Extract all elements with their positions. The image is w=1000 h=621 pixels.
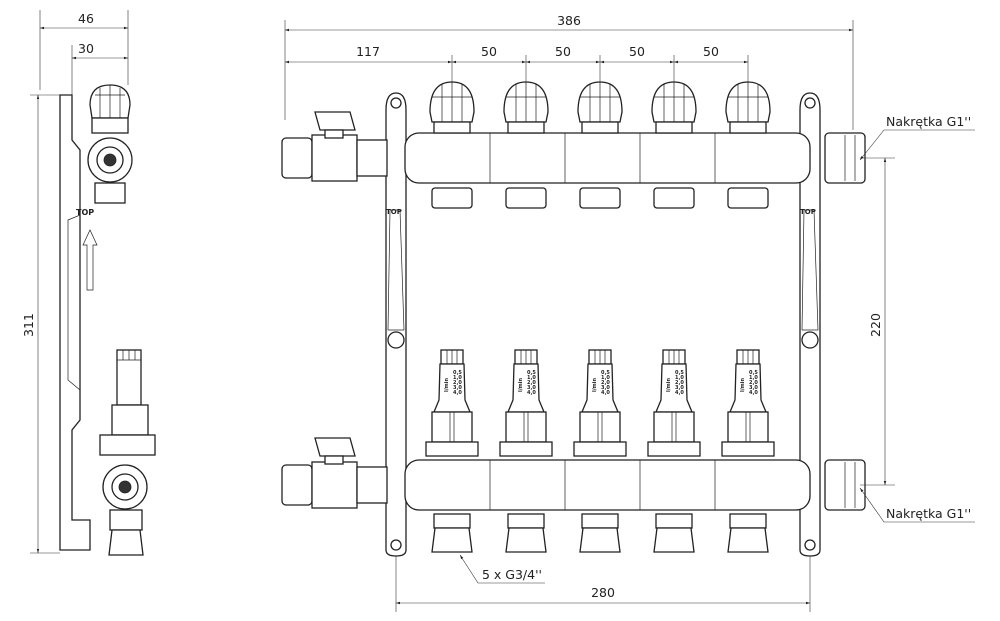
bottom-outlet-nut	[655, 513, 693, 529]
flowmeter-scale-label: 2,0	[749, 380, 758, 386]
flowmeter-nut	[653, 411, 695, 443]
flowmeter-scale-label: 3,0	[749, 385, 758, 391]
flowmeter-unit: l/min	[740, 378, 746, 392]
flowmeter-scale-label: 1,0	[749, 375, 758, 381]
dim-311: 311	[21, 313, 36, 337]
flowmeter-body	[507, 363, 545, 413]
flowmeter-scale-label: 2,0	[601, 380, 610, 386]
flowmeter-nut	[505, 411, 547, 443]
nut-top-label: Nakrętka G1''	[886, 114, 971, 129]
flowmeter-scale-label: 1,0	[453, 375, 462, 381]
flowmeter-scale-label: 0,5	[453, 370, 462, 376]
bracket-left: TOP	[385, 92, 407, 557]
flowmeter-body	[655, 363, 693, 413]
bottom-outlet-fitting	[579, 527, 621, 553]
outlet-3: 0,51,02,03,04,0l/min	[573, 81, 627, 553]
outlets-label: 5 x G3/4''	[482, 567, 542, 582]
flowmeter-scale-label: 1,0	[601, 375, 610, 381]
flowmeter-nut	[431, 411, 473, 443]
flowmeter-body	[729, 363, 767, 413]
flowmeter-scale-label: 0,5	[749, 370, 758, 376]
flowmeter-scale-label: 3,0	[675, 385, 684, 391]
flowmeter-scale-label: 0,5	[675, 370, 684, 376]
bottom-outlet-fitting	[653, 527, 695, 553]
flowmeter-unit: l/min	[444, 378, 450, 392]
ball-valve-top	[281, 111, 388, 182]
dim-46: 46	[78, 11, 94, 26]
top-outlet-stub	[653, 187, 695, 209]
bottom-outlet-nut	[729, 513, 767, 529]
flowmeter-unit: l/min	[666, 378, 672, 392]
top-outlet-stub	[727, 187, 769, 209]
mounting-plate	[59, 94, 91, 551]
outlet-1: 0,51,02,03,04,0l/min	[425, 81, 479, 553]
dim-117: 117	[356, 44, 380, 59]
top-outlet-stub	[431, 187, 473, 209]
flowmeter-body	[581, 363, 619, 413]
bottom-outlet-nut	[507, 513, 545, 529]
flowmeter-scale-label: 0,5	[527, 370, 536, 376]
dim-220: 220	[868, 313, 883, 337]
flowmeter-unit: l/min	[518, 378, 524, 392]
svg-text:TOP: TOP	[386, 208, 402, 216]
supply-bar	[404, 132, 811, 184]
dim-50: 50	[629, 44, 645, 59]
bottom-outlet-fitting	[431, 527, 473, 553]
flowmeter-scale-label: 3,0	[601, 385, 610, 391]
flowmeter-scale-label: 3,0	[527, 385, 536, 391]
top-outlet-stub	[505, 187, 547, 209]
flowmeter-nut	[579, 411, 621, 443]
flowmeter-scale-label: 2,0	[675, 380, 684, 386]
dim-50: 50	[703, 44, 719, 59]
bottom-outlet-nut	[433, 513, 471, 529]
flowmeter-nut	[727, 411, 769, 443]
front-view: TOP TOP 0,51,0	[281, 13, 975, 612]
flowmeter-scale-label: 3,0	[453, 385, 462, 391]
flow-arrow-icon	[82, 229, 98, 291]
outlet-5: 0,51,02,03,04,0l/min	[721, 81, 775, 553]
dim-386: 386	[557, 13, 581, 28]
flowmeter-scale-label: 4,0	[675, 390, 684, 396]
dim-30: 30	[78, 41, 94, 56]
flowmeter-body	[433, 363, 471, 413]
flowmeter-scale-label: 1,0	[527, 375, 536, 381]
flowmeter-scale-label: 4,0	[601, 390, 610, 396]
flowmeter-scale-label: 4,0	[527, 390, 536, 396]
flowmeter-scale-label: 2,0	[453, 380, 462, 386]
flowmeter-scale-label: 1,0	[675, 375, 684, 381]
flowmeter-scale-label: 4,0	[453, 390, 462, 396]
bottom-outlet-fitting	[505, 527, 547, 553]
flowmeter-scale-label: 4,0	[749, 390, 758, 396]
top-marking: TOP	[76, 208, 94, 217]
dim-280: 280	[591, 585, 615, 600]
svg-text:TOP: TOP	[800, 208, 816, 216]
flowmeter-scale-label: 2,0	[527, 380, 536, 386]
flowmeter-unit: l/min	[592, 378, 598, 392]
bottom-outlet-fitting	[727, 527, 769, 553]
nut-bottom-label: Nakrętka G1''	[886, 506, 971, 521]
bracket-right: TOP	[799, 92, 821, 557]
flowmeter-scale-label: 0,5	[601, 370, 610, 376]
outlet-2: 0,51,02,03,04,0l/min	[499, 81, 553, 553]
dim-50: 50	[481, 44, 497, 59]
outlet-4: 0,51,02,03,04,0l/min	[647, 81, 701, 553]
dim-50: 50	[555, 44, 571, 59]
return-bar	[404, 459, 811, 511]
side-view: TOP 46 30 311	[21, 10, 156, 556]
bottom-outlet-nut	[581, 513, 619, 529]
top-outlet-stub	[579, 187, 621, 209]
ball-valve-bottom	[281, 437, 388, 509]
